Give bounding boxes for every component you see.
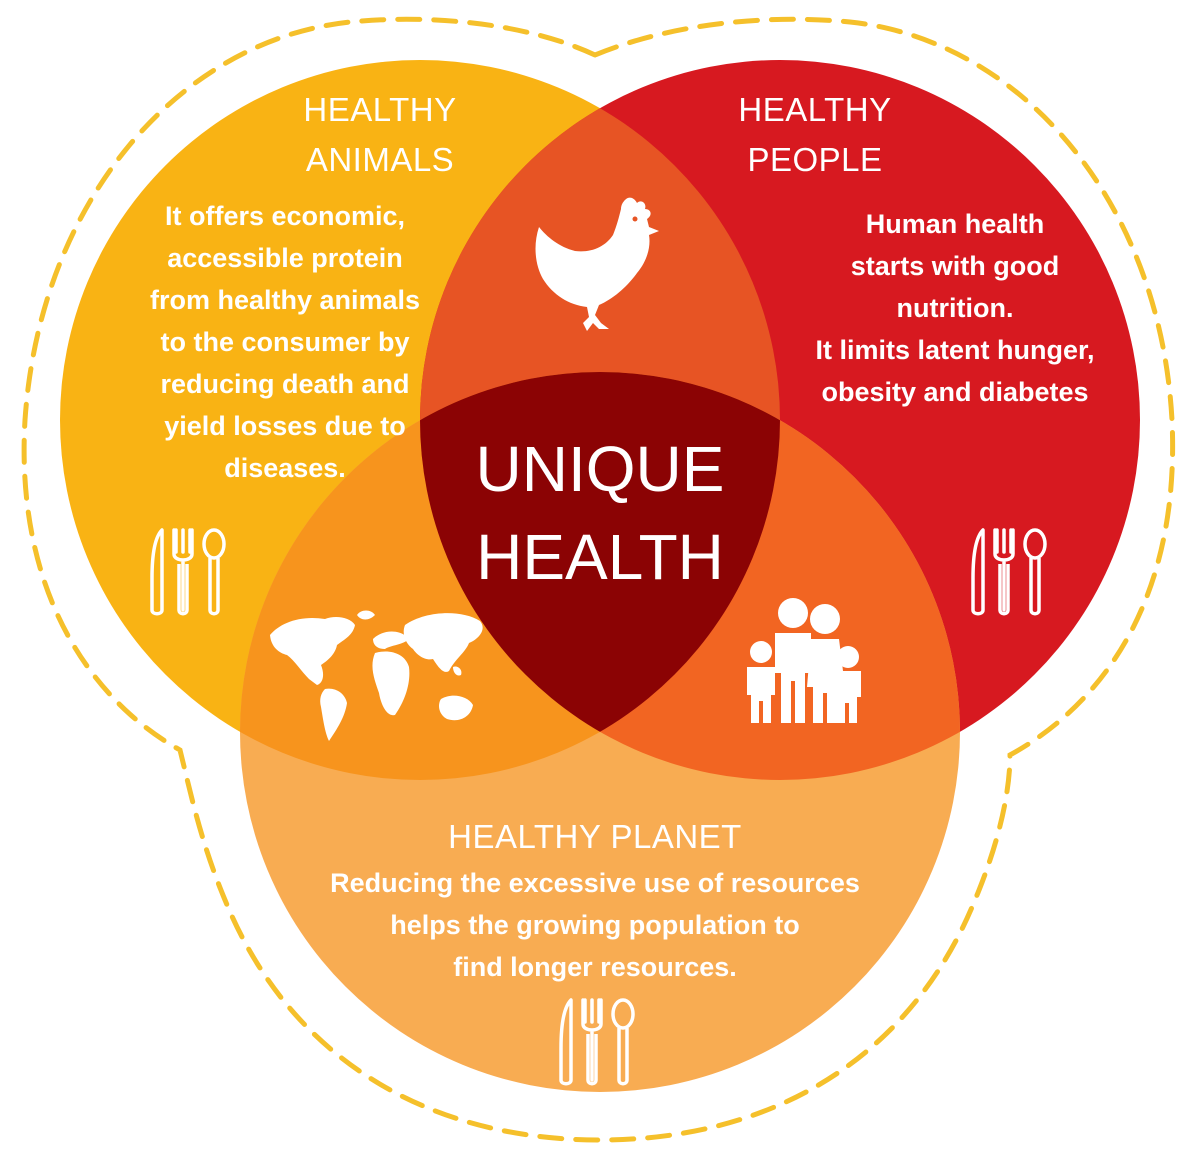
family-icon: [747, 598, 861, 723]
unique-health-label: UNIQUE HEALTH: [475, 433, 725, 593]
world-map-icon: [270, 610, 483, 741]
chicken-icon: [535, 197, 659, 331]
dashed-outline: [21, 16, 1176, 1143]
healthy-planet-text: Reducing the excessive use of resources …: [330, 868, 860, 982]
healthy-animals-title: HEALTHY ANIMALS: [303, 91, 457, 178]
healthy-planet-title: HEALTHY PLANET: [448, 818, 742, 855]
healthy-animals-text: It offers economic, accessible protein f…: [149, 201, 421, 483]
healthy-people-title: HEALTHY PEOPLE: [738, 91, 892, 178]
healthy-people-text: Human health starts with good nutrition.…: [815, 209, 1095, 407]
